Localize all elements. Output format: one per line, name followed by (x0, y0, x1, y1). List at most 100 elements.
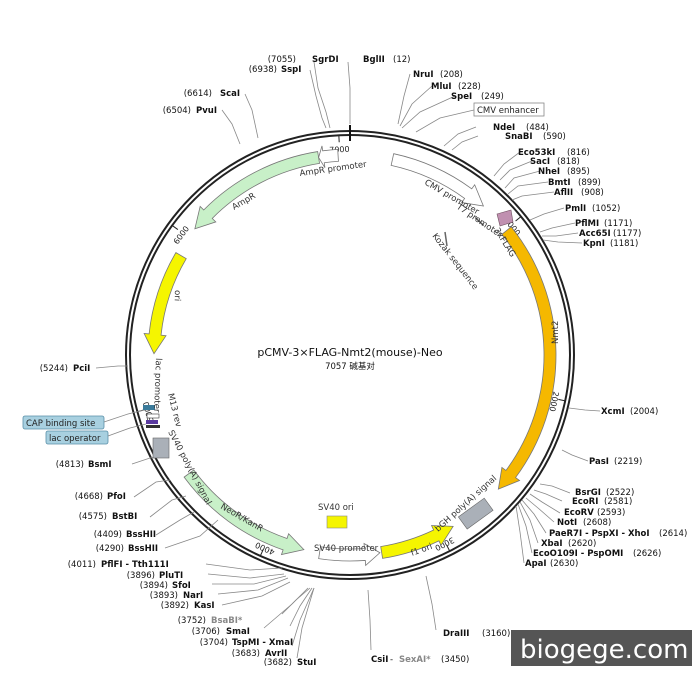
callout-lac-operator: lac operator (45, 423, 147, 445)
label-sv40-polya: SV40 poly(A) signal (165, 429, 213, 507)
feature-neor-kanr (183, 469, 305, 556)
svg-text:(590): (590) (543, 132, 566, 142)
svg-text:(3160): (3160) (482, 629, 510, 639)
svg-text:(4409): (4409) (94, 530, 122, 540)
svg-text:(3894): (3894) (140, 581, 168, 591)
site-nhei: NheI (538, 167, 560, 177)
tick-mark-6000 (171, 225, 179, 230)
site-bsrgi: BsrGI (575, 488, 601, 498)
flag-tag-mark (496, 209, 514, 227)
svg-text:(208): (208) (440, 70, 463, 80)
svg-text:(2219): (2219) (614, 457, 642, 467)
svg-text:(3704): (3704) (200, 638, 228, 648)
tick-mark-2000 (558, 398, 566, 402)
m13-rev-mark (146, 425, 160, 428)
tick-label-7000: 7000 (329, 145, 350, 155)
svg-text:(3892): (3892) (161, 601, 189, 611)
callout-cmv-enhancer: CMV enhancer (415, 102, 545, 133)
site-pcii: PciI (73, 364, 90, 374)
svg-text:(899): (899) (578, 178, 601, 188)
cap-site-mark (143, 405, 155, 410)
site-sspi: SspI (281, 65, 301, 75)
svg-text:(2608): (2608) (583, 518, 611, 528)
label-m13-rev: M13 rev (165, 392, 183, 428)
site-sgrdi: SgrDI (312, 55, 339, 65)
site-nrui: NruI (413, 70, 434, 80)
site-pflfi: PflFI - Tth111I (101, 560, 169, 570)
feature-t7-promoter (474, 216, 485, 227)
site-ecorv: EcoRV (564, 508, 594, 518)
svg-text:(3682): (3682) (264, 658, 292, 668)
svg-text:(3450): (3450) (441, 655, 469, 665)
site-labels: (7055) SgrDI BglII (12) (6938) SspI NruI… (40, 55, 688, 668)
site-rsrii: BssHII (126, 530, 156, 540)
svg-text:(3706): (3706) (192, 627, 220, 637)
site-csii: CsiI (371, 655, 388, 665)
watermark-bg (511, 630, 692, 666)
site-draiii: DraIII (443, 629, 469, 639)
callout-cap-binding-site: CAP binding site (22, 409, 145, 430)
svg-text:(2614): (2614) (659, 529, 687, 539)
svg-text:(3893): (3893) (150, 591, 178, 601)
site-mlui: MluI (431, 82, 452, 92)
svg-text:(2004): (2004) (630, 407, 658, 417)
svg-text:(6504): (6504) (163, 106, 191, 116)
features (143, 145, 557, 567)
sv40-ori-box (326, 515, 348, 529)
svg-text:(2522): (2522) (606, 488, 634, 498)
site-kasi: KasI (194, 601, 215, 611)
feature-ampr-promoter (318, 145, 339, 168)
label-nmt2: Nmt2 (551, 321, 561, 344)
site-bstbi: BstBI (112, 512, 137, 522)
site-saci: SacI (530, 157, 550, 167)
tick-mark-4000 (259, 549, 264, 557)
svg-text:(895): (895) (567, 167, 590, 177)
watermark: biogege.com (520, 635, 688, 665)
site-snabi: SnaBI (505, 132, 533, 142)
site-pflmi: PflMI (575, 219, 599, 229)
svg-text:(6614): (6614) (184, 89, 212, 99)
label-sv40-promoter: SV40 promoter (314, 544, 379, 554)
site-pluti: PluTI (159, 571, 183, 581)
callout-cmv-enhancer-label: CMV enhancer (477, 106, 539, 116)
site-apai: ApaI (525, 559, 547, 569)
svg-text:(4575): (4575) (79, 512, 107, 522)
svg-text:(3683): (3683) (232, 649, 260, 659)
site-kpni: KpnI (583, 239, 605, 249)
feature-cmv-promoter (390, 153, 485, 207)
svg-text:(2581): (2581) (604, 497, 632, 507)
svg-text:(4011): (4011) (68, 560, 96, 570)
bgh-polya-box (457, 497, 494, 530)
site-eco53ki: Eco53kI (518, 148, 555, 158)
plasmid-title: pCMV-3×FLAG-Nmt2(mouse)-Neo (257, 346, 442, 359)
svg-text:(818): (818) (557, 157, 580, 167)
svg-text:(4813): (4813) (56, 460, 84, 470)
site-bglii: BglII (363, 55, 385, 65)
site-smai: SmaI (226, 627, 250, 637)
sv40-polya-box (152, 437, 170, 459)
site-noti: NotI (557, 518, 577, 528)
svg-text:(1177): (1177) (613, 229, 641, 239)
lac-operator-mark (146, 420, 158, 424)
svg-text:(816): (816) (567, 148, 590, 158)
tick-mark-3000 (446, 544, 451, 552)
feature-sv40-promoter (318, 542, 381, 567)
svg-text:(484): (484) (526, 123, 549, 133)
svg-text:(1171): (1171) (604, 219, 632, 229)
svg-text:(7055): (7055) (268, 55, 296, 65)
site-nari: NarI (183, 591, 203, 601)
svg-text:(2630): (2630) (550, 559, 578, 569)
site-avrii: AvrII (265, 649, 287, 659)
site-bsshii: BssHII (128, 544, 158, 554)
site-pasi: PasI (589, 457, 609, 467)
site-stui: StuI (297, 658, 316, 668)
svg-text:(1181): (1181) (610, 239, 638, 249)
site-ndei: NdeI (493, 123, 515, 133)
kozak-mark (444, 231, 448, 247)
svg-text:(249): (249) (481, 92, 504, 102)
svg-text:(228): (228) (458, 82, 481, 92)
site-bsabi: BsaBI* (211, 616, 243, 626)
tick-mark-1000 (515, 216, 522, 222)
svg-text:(2593): (2593) (597, 508, 625, 518)
